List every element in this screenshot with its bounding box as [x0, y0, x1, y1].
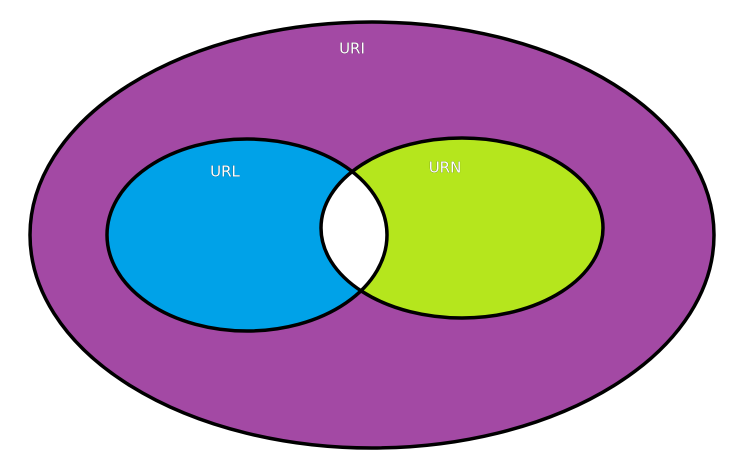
uri-label: URI: [339, 40, 365, 58]
url-label: URL: [210, 163, 240, 181]
urn-label: URN: [429, 159, 462, 177]
urn-outline: [319, 136, 605, 320]
urn-set: [321, 138, 603, 318]
url-set: [107, 139, 387, 331]
url-outline: [105, 137, 389, 333]
